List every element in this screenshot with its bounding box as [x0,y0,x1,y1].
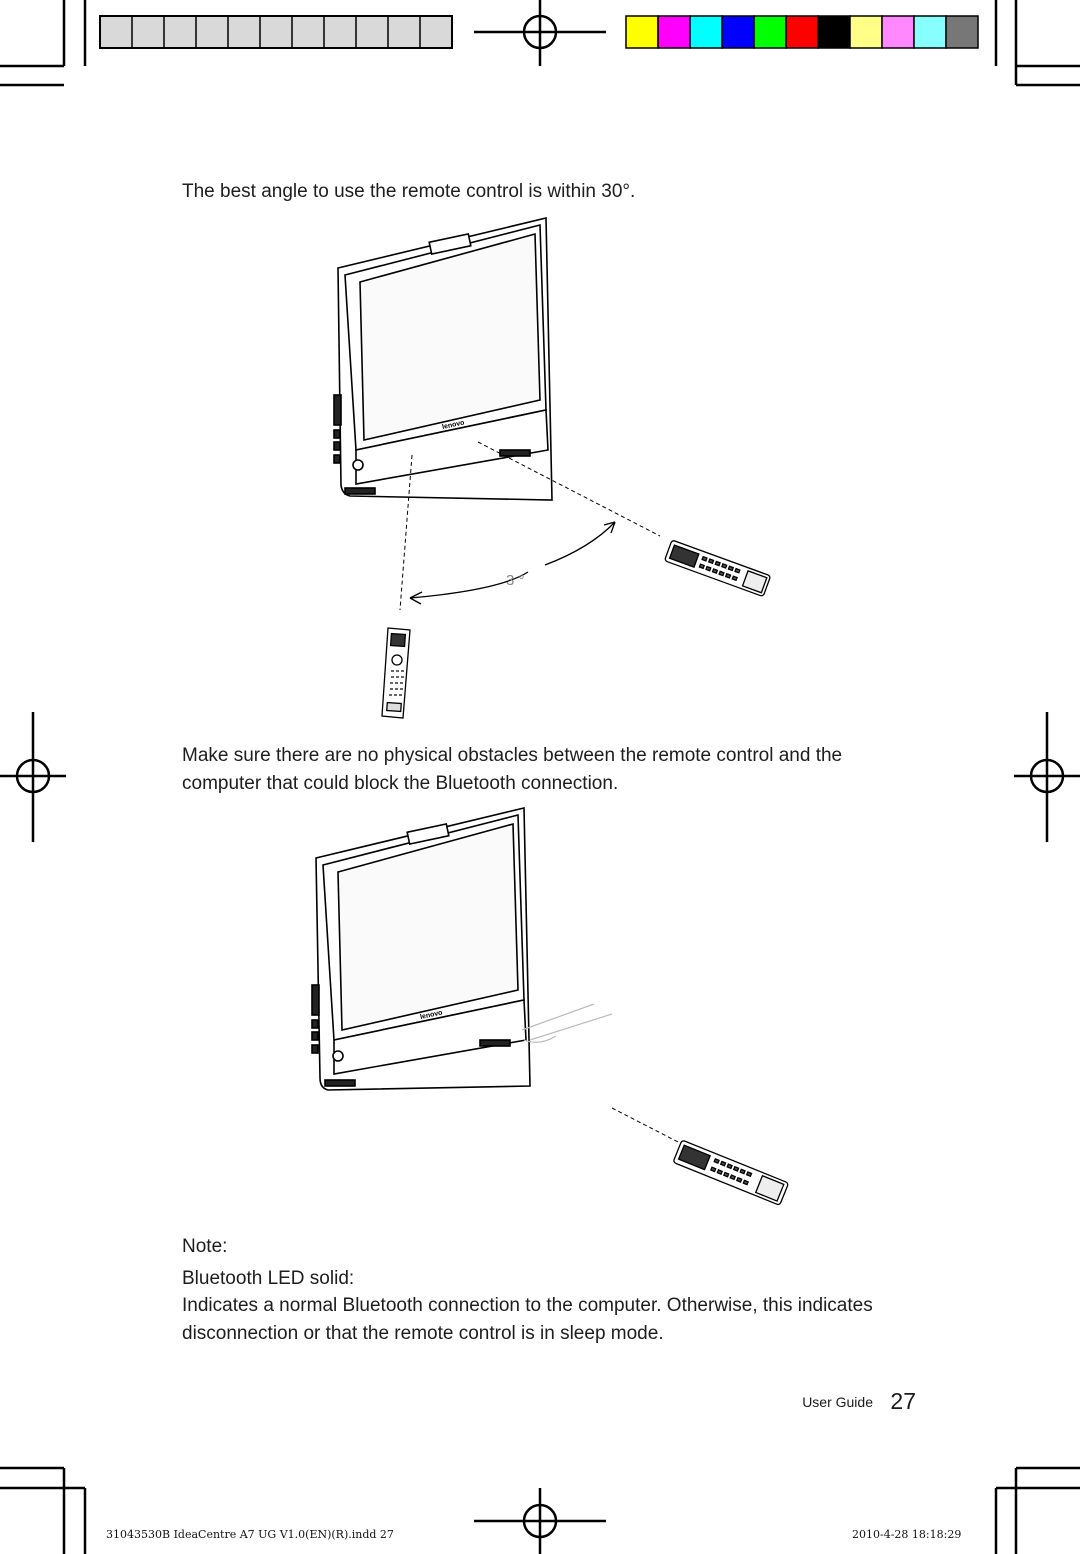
gray-scale-bar [99,15,453,49]
monitor-illustration-2 [311,806,531,1091]
note-label: Note: [182,1236,228,1257]
file-info: 31043530B IdeaCentre A7 UG V1.0(EN)(R).i… [106,1528,394,1541]
user-guide-label: User Guide [802,1394,873,1410]
timestamp: 2010-4-28 18:18:29 [852,1528,962,1541]
color-swatch [689,15,723,49]
angle-label: 3 ° [506,572,525,589]
obstacles-line-2: computer that could block the Bluetooth … [182,773,619,794]
color-swatch [785,15,819,49]
description-line-2: disconnection or that the remote control… [182,1323,664,1344]
brand-logo-1: lenovo [442,419,466,431]
color-swatch [817,15,851,49]
color-swatch [881,15,915,49]
intro-paragraph: The best angle to use the remote control… [182,181,636,202]
color-swatch [945,15,979,49]
monitor-illustration-1 [333,216,553,501]
sight-line-obstacle [611,1107,683,1145]
color-swatch [849,15,883,49]
registration-mark-top [474,0,606,66]
remote-control-2 [381,627,411,719]
bluetooth-led-description: Indicates a normal Bluetooth connection … [182,1292,873,1348]
crop-mark-bottom-left [0,1466,87,1554]
obstacle-lines [521,1003,613,1043]
color-swatch [753,15,787,49]
color-swatch [657,15,691,49]
description-line-1: Indicates a normal Bluetooth connection … [182,1295,873,1316]
sight-line-vertical [399,454,413,611]
angle-arc [409,521,616,605]
registration-mark-left [0,712,66,842]
obstacles-line-1: Make sure there are no physical obstacle… [182,745,843,766]
remote-control-1 [664,540,771,597]
sight-line-angled [477,441,661,537]
remote-control-3 [673,1140,789,1206]
color-swatch [721,15,755,49]
crop-mark-top-left [0,0,87,87]
obstacles-paragraph: Make sure there are no physical obstacle… [182,742,842,798]
color-swatch [625,15,659,49]
crop-mark-bottom-right [994,1466,1080,1554]
brand-logo-2: lenovo [420,1009,444,1021]
bluetooth-led-heading: Bluetooth LED solid: [182,1268,355,1289]
registration-mark-right [1014,712,1080,842]
page-number: 27 [890,1388,916,1414]
color-swatch [913,15,947,49]
crop-mark-top-right [994,0,1080,87]
color-bar [625,15,979,49]
registration-mark-bottom [474,1488,606,1554]
